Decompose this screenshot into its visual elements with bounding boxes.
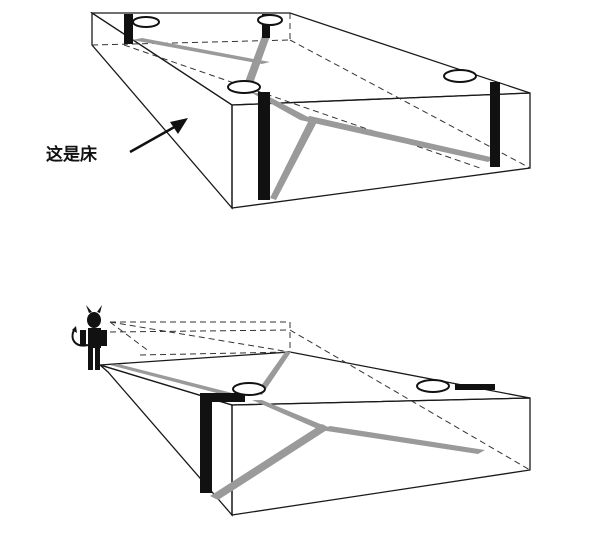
sight-lines (109, 321, 531, 471)
top-bed-diagram (89, 11, 531, 210)
top-leg-shadows (132, 36, 495, 200)
bottom-leg-shadows (110, 352, 485, 500)
bottom-box-left-face (99, 364, 233, 517)
top-box-left-face (91, 11, 233, 210)
top-legs (124, 14, 500, 200)
top-hidden-edges (91, 13, 531, 169)
bottom-bed-diagram (71, 305, 531, 517)
top-holes (132, 14, 477, 94)
bottom-holes (232, 379, 450, 396)
bed-label: 这是床 (46, 145, 97, 165)
top-box-top-face (89, 12, 531, 106)
bottom-legs (200, 384, 495, 493)
arrow-icon (129, 118, 188, 154)
devil-icon (71, 305, 107, 370)
